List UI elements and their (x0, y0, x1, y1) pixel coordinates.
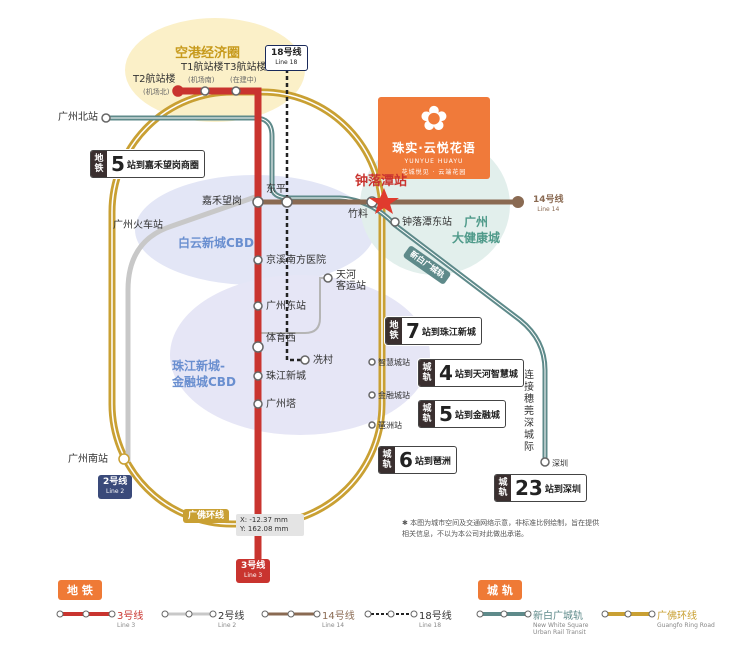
brand-slogan: 花城悦见 · 云端花园 (401, 169, 467, 176)
station-t1-sub: (机场南) (188, 76, 215, 84)
coordinate-readout: X: -12.37 mm Y: 162.08 mm (236, 514, 304, 536)
station-guangzhou-north: 广州北站 (58, 112, 98, 123)
station-guangzhou-east: 广州东站 (266, 301, 306, 312)
tag-ring: 广佛环线 (183, 509, 230, 523)
station-canton-tower: 广州塔 (266, 399, 296, 410)
legend-metro-title: 地 铁 (58, 580, 102, 600)
station-jiahe: 嘉禾望岗 (202, 196, 242, 207)
info-icon: ✱ (402, 519, 411, 527)
station-xiancun: 冼村 (313, 355, 333, 366)
station-zhihui: 智慧城站 (378, 358, 410, 367)
line-2 (125, 193, 259, 462)
zhujiang-zone (170, 275, 430, 435)
station-t2: T2航站楼 (133, 74, 176, 85)
line-18 (285, 62, 305, 362)
station-tiyuxi: 体育西 (266, 333, 296, 344)
zhujiang-zone-label: 珠江新城- 金融城CBD (172, 359, 236, 389)
health-zone-label: 广州 大健康城 (452, 215, 501, 245)
station-t3-sub: (在建中) (230, 76, 257, 84)
station-zhuliao: 竹料 (348, 209, 368, 220)
line-14-terminus (512, 196, 524, 208)
station-zhongluotan: 钟落潭站 (355, 174, 408, 189)
station-guangzhou: 广州火车站 (113, 220, 163, 231)
station-guangzhou-south: 广州南站 (68, 454, 108, 465)
flower-logo-icon: ✿ (419, 99, 449, 139)
intercity-note: 连 接 穗 莞 深 城 际 (524, 370, 534, 453)
station-pazhou: 琶洲站 (378, 421, 402, 430)
legend-rail-title: 城 轨 (478, 580, 522, 600)
baiyun-zone-label: 白云新城CBD (178, 236, 254, 250)
station-dots (101, 85, 550, 467)
station-dongping: 东平 (266, 184, 286, 195)
station-jinrong: 金融城站 (378, 391, 410, 400)
station-zhujiang-newtown: 珠江新城 (266, 371, 306, 382)
station-t3: T3航站楼 (224, 62, 267, 73)
airport-zone-label: 空港经济圈 (175, 46, 241, 61)
legend-swatches (56, 610, 656, 618)
station-t2-sub: (机场北) (143, 88, 170, 96)
station-jingxi: 京溪南方医院 (266, 255, 326, 266)
brand-en: YUNYUE HUAYU (404, 158, 464, 165)
project-star-icon (369, 188, 399, 214)
station-tianhe-bus: 天河 客运站 (336, 270, 366, 292)
disclaimer-note: ✱ 本图为城市空间及交通网络示意，非标准比例绘制，旨在提供相关信息，不以为本公司… (402, 519, 600, 538)
station-t1: T1航站楼 (181, 62, 224, 73)
brand-name: 珠实·云悦花语 (392, 141, 476, 155)
station-shenzhen: 深圳 (552, 459, 568, 468)
tianhe-branch (258, 277, 328, 334)
project-brand-card: ✿ 珠实·云悦花语 YUNYUE HUAYU 花城悦见 · 云端花园 (378, 97, 490, 179)
station-zhongluotan-east: 钟落潭东站 (402, 217, 452, 228)
